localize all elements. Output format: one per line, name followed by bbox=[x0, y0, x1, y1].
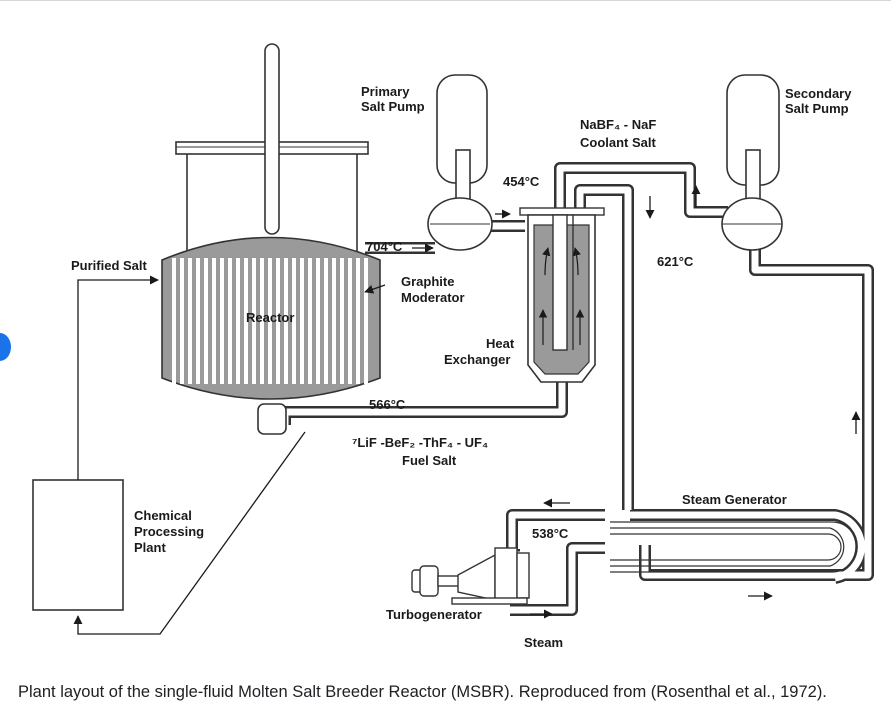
label-secondary-pump-1: Secondary bbox=[785, 86, 852, 101]
label-coolant-salt: Coolant Salt bbox=[580, 135, 657, 150]
graphite-stripe bbox=[196, 258, 200, 384]
label-chem-plant-2: Processing bbox=[134, 524, 204, 539]
label-primary-pump-1: Primary bbox=[361, 84, 410, 99]
graphite-stripe bbox=[204, 258, 208, 384]
graphite-stripe bbox=[276, 258, 280, 384]
label-steam-generator: Steam Generator bbox=[682, 492, 787, 507]
chemical-processing-plant bbox=[32, 479, 124, 611]
graphite-stripe bbox=[180, 258, 184, 384]
label-graphite-2: Moderator bbox=[401, 290, 465, 305]
graphite-stripe bbox=[252, 258, 256, 384]
graphite-stripe bbox=[244, 258, 248, 384]
label-temp-538: 538°C bbox=[532, 526, 569, 541]
graphite-stripe bbox=[284, 258, 288, 384]
label-steam: Steam bbox=[524, 635, 563, 650]
graphite-stripe bbox=[316, 258, 320, 384]
graphite-stripe bbox=[340, 258, 344, 384]
graphite-stripe bbox=[188, 258, 192, 384]
carousel-nav-button[interactable] bbox=[0, 333, 11, 361]
graphite-stripe bbox=[364, 258, 368, 384]
label-chem-plant-1: Chemical bbox=[134, 508, 192, 523]
graphite-stripe bbox=[332, 258, 336, 384]
graphite-stripe bbox=[220, 258, 224, 384]
graphite-stripe bbox=[300, 258, 304, 384]
label-purified-salt: Purified Salt bbox=[71, 258, 148, 273]
label-fuel-salt-formula: ⁷LiF -BeF₂ -ThF₄ - UF₄ bbox=[352, 435, 488, 450]
label-fuel-salt: Fuel Salt bbox=[402, 453, 457, 468]
graphite-stripe bbox=[260, 258, 264, 384]
graphite-stripe bbox=[324, 258, 328, 384]
graphite-stripe bbox=[268, 258, 272, 384]
label-heat-exchanger-1: Heat bbox=[486, 336, 515, 351]
diagram-labels: Primary Salt Pump Secondary Salt Pump Na… bbox=[71, 84, 852, 650]
label-heat-exchanger-2: Exchanger bbox=[444, 352, 510, 367]
graphite-stripe bbox=[212, 258, 216, 384]
label-secondary-pump-2: Salt Pump bbox=[785, 101, 849, 116]
primary-salt-pump bbox=[427, 74, 493, 251]
graphite-stripe bbox=[356, 258, 360, 384]
graphite-stripe bbox=[236, 258, 240, 384]
graphite-stripes bbox=[172, 258, 368, 384]
heat-exchanger bbox=[519, 207, 605, 383]
turbogenerator bbox=[411, 547, 530, 605]
label-primary-pump-2: Salt Pump bbox=[361, 99, 425, 114]
label-graphite-1: Graphite bbox=[401, 274, 454, 289]
label-temp-566: 566°C bbox=[369, 397, 406, 412]
label-temp-704: 704°C bbox=[366, 239, 403, 254]
label-coolant-formula: NaBF₄ - NaF bbox=[580, 117, 656, 132]
top-border bbox=[0, 0, 891, 1]
reactor bbox=[161, 43, 381, 435]
flow-arrows bbox=[73, 185, 861, 635]
label-temp-454: 454°C bbox=[503, 174, 540, 189]
graphite-stripe bbox=[292, 258, 296, 384]
graphite-stripe bbox=[348, 258, 352, 384]
label-chem-plant-3: Plant bbox=[134, 540, 166, 555]
secondary-salt-pump bbox=[721, 74, 783, 251]
graphite-stripe bbox=[228, 258, 232, 384]
graphite-stripe bbox=[308, 258, 312, 384]
graphite-stripe bbox=[172, 258, 176, 384]
label-temp-621: 621°C bbox=[657, 254, 694, 269]
figure-caption: Plant layout of the single-fluid Molten … bbox=[18, 683, 827, 701]
label-reactor: Reactor bbox=[246, 310, 294, 325]
label-turbogenerator: Turbogenerator bbox=[386, 607, 482, 622]
